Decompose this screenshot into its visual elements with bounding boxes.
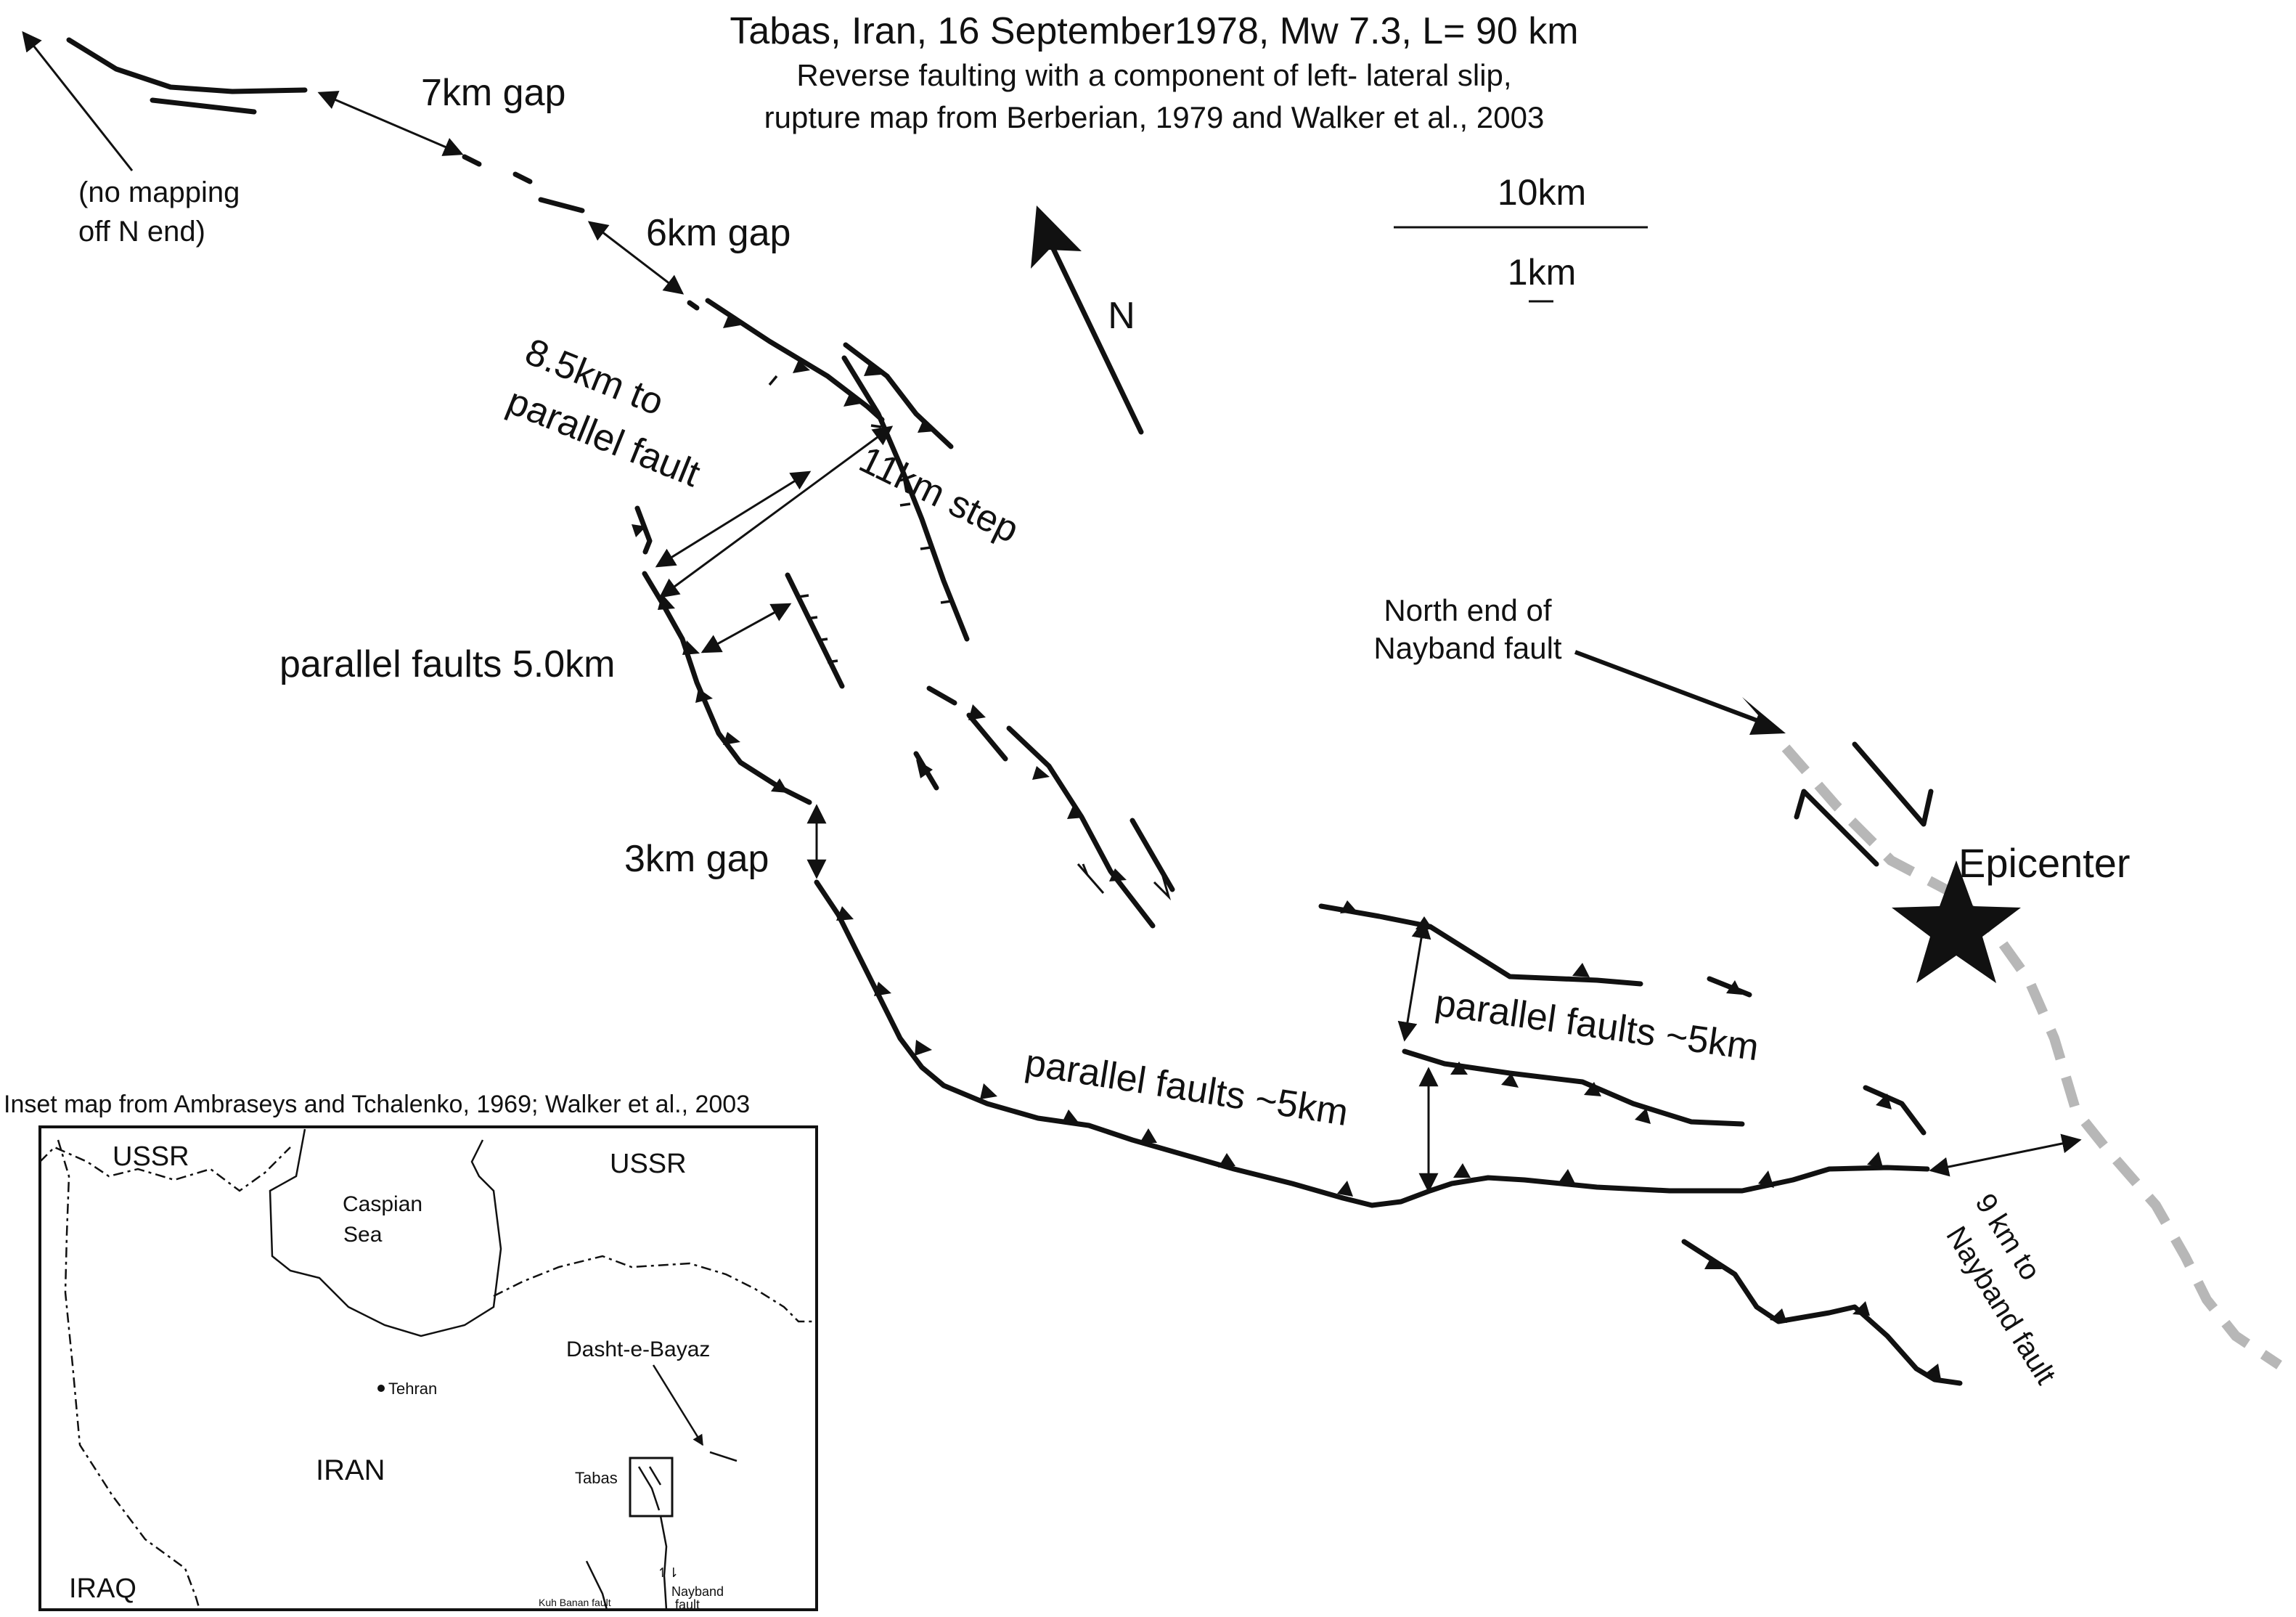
- step-11km-label: 11km step: [853, 439, 1026, 552]
- iraq-border: [57, 1139, 201, 1610]
- nayband-fault-trace: [1781, 744, 2282, 1369]
- dasht-arrow: [652, 1364, 704, 1446]
- inset-frame: [38, 1125, 818, 1611]
- gap-3km-label: 3km gap: [624, 838, 769, 880]
- nayband-end-label-2: Nayband fault: [1373, 631, 1562, 665]
- inset-caspian-1: Caspian: [343, 1192, 422, 1216]
- step-11km-arrow: [658, 425, 894, 598]
- western-thrust-fault: [632, 505, 812, 805]
- inset-slip-arrows-icon: ↿⇂: [657, 1565, 679, 1580]
- middle-small-fault: [785, 572, 845, 689]
- gap-6km-arrow: [587, 221, 685, 295]
- no-mapping-label-1: (no mapping: [78, 176, 240, 208]
- nayband-fault-inset: [659, 1515, 668, 1610]
- caspian-coast: [269, 1128, 502, 1337]
- gap-6km-label: 6km gap: [646, 212, 790, 254]
- nayband-end-arrowhead: [1742, 697, 1786, 735]
- ussr-border-west: [39, 1146, 291, 1192]
- no-mapping-label-2: off N end): [78, 216, 205, 248]
- north-label: N: [1108, 295, 1135, 337]
- kuh-banan-fault-inset: [585, 1560, 608, 1610]
- tehran-dot: [377, 1385, 385, 1392]
- inset-caption: Inset map from Ambraseys and Tchalenko, …: [4, 1091, 750, 1118]
- upper-right-fault: [843, 342, 954, 449]
- southern-main-thrust: [814, 879, 1930, 1208]
- parallel-label-a: parallel faults ~5km: [1432, 982, 1761, 1069]
- inset-nayband-1: Nayband: [671, 1584, 724, 1599]
- inset-ussr-left: USSR: [113, 1141, 189, 1172]
- parallel-east-arrow-upper: [1397, 919, 1431, 1042]
- nayband-distance-arrow: [1929, 1133, 2082, 1177]
- inset-kuh-banan: Kuh Banan fault: [539, 1597, 611, 1608]
- inset-iraq: IRAQ: [69, 1573, 136, 1604]
- scale-label-10km: 10km: [1498, 172, 1586, 213]
- central-thrust-segments: [913, 685, 1175, 929]
- inset-tehran: Tehran: [388, 1380, 437, 1398]
- eastern-parallel-faults: [1318, 900, 1963, 1386]
- inset-tabas: Tabas: [575, 1469, 618, 1487]
- ussr-border-east: [493, 1255, 817, 1323]
- nayband-end-arrow: [1574, 650, 1758, 722]
- inset-caspian-2: Sea: [343, 1223, 383, 1247]
- dasht-fault: [709, 1451, 738, 1462]
- title-line-3: rupture map from Berberian, 1979 and Wal…: [764, 100, 1545, 134]
- inset-dasht: Dasht-e-Bayaz: [566, 1337, 710, 1361]
- parallel-5km-arrow: [700, 603, 792, 653]
- inset-nayband-2: fault: [675, 1597, 700, 1612]
- no-mapping-arrow: [22, 30, 134, 171]
- inset-ussr-right: USSR: [610, 1149, 687, 1179]
- epicenter-star-icon: [1892, 860, 2021, 983]
- nayband-end-label-1: North end of: [1384, 593, 1551, 627]
- title-line-1: Tabas, Iran, 16 September1978, Mw 7.3, L…: [730, 10, 1578, 52]
- parallel-5km-label: parallel faults 5.0km: [279, 643, 615, 685]
- gap-7km-label: 7km gap: [421, 72, 565, 114]
- inset-map: Inset map from Ambraseys and Tchalenko, …: [4, 1091, 818, 1612]
- gap-7km-arrow: [317, 91, 464, 156]
- tabas-locator-box: [629, 1457, 674, 1518]
- north-fault-segments: [66, 37, 700, 311]
- scale-label-1km: 1km: [1508, 252, 1576, 293]
- strike-slip-arrows: [1794, 741, 1934, 867]
- title-line-2: Reverse faulting with a component of lef…: [796, 58, 1511, 92]
- scale-bar: 10km 1km: [1394, 172, 1648, 303]
- inset-iran: IRAN: [316, 1454, 385, 1486]
- epicenter-label: Epicenter: [1958, 840, 2130, 886]
- north-arrow: N: [1031, 205, 1144, 435]
